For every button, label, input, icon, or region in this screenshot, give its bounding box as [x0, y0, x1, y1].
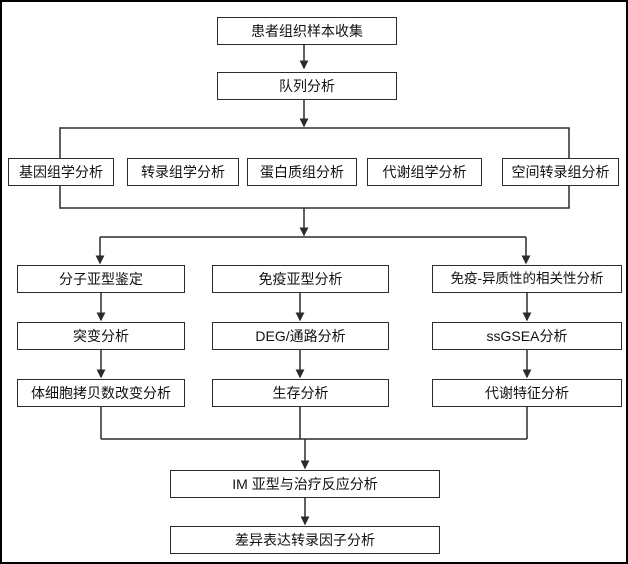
node-patient-tissue-sample-collection: 患者组织样本收集: [217, 17, 397, 45]
node-immune-subtype-analysis: 免疫亚型分析: [212, 265, 389, 293]
node-metabolomics-analysis: 代谢组学分析: [367, 158, 482, 186]
node-transcriptomics-analysis: 转录组学分析: [127, 158, 239, 186]
node-cohort-analysis: 队列分析: [217, 72, 397, 100]
node-ssgsea-analysis: ssGSEA分析: [432, 322, 622, 350]
node-differential-tf-analysis: 差异表达转录因子分析: [170, 526, 440, 554]
node-proteomics-analysis: 蛋白质组分析: [247, 158, 357, 186]
node-genomics-analysis: 基因组学分析: [8, 158, 114, 186]
node-somatic-cna-analysis: 体细胞拷贝数改变分析: [17, 379, 185, 407]
node-survival-analysis: 生存分析: [212, 379, 389, 407]
node-immune-heterogeneity-correlation-analysis: 免疫-异质性的相关性分析: [432, 265, 622, 293]
node-deg-pathway-analysis: DEG/通路分析: [212, 322, 389, 350]
node-im-subtype-treatment-response-analysis: IM 亚型与治疗反应分析: [170, 470, 440, 498]
node-metabolic-signature-analysis: 代谢特征分析: [432, 379, 622, 407]
node-spatial-transcriptomics-analysis: 空间转录组分析: [502, 158, 619, 186]
node-molecular-subtype-identification: 分子亚型鉴定: [17, 265, 185, 293]
node-mutation-analysis: 突变分析: [17, 322, 185, 350]
